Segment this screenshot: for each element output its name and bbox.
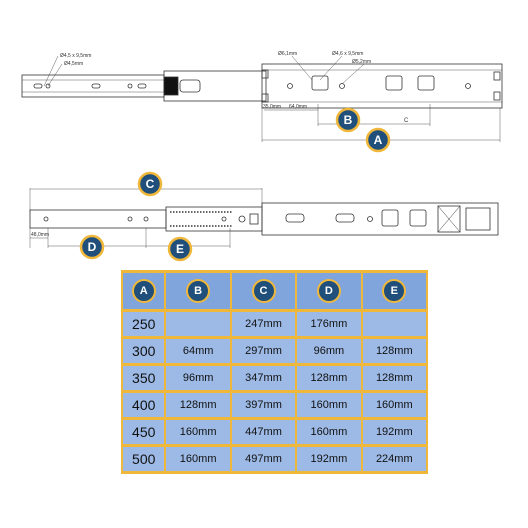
dimension-table: A B C D E 250 247mm 176mm 300 64mm 297mm… [121,270,428,474]
label-c-letter: C [404,118,409,124]
table-cell: 128mm [166,393,230,417]
table-row: 400 128mm 397mm 160mm 160mm [123,393,426,417]
table-cell: 350 [123,366,165,390]
header-cell: D [297,273,361,309]
header-cell: B [166,273,230,309]
inner-member-top [21,74,165,98]
badge-d: D [79,234,105,260]
label-slot-right: Ø4,6 x 9,5mm [332,51,363,57]
table-row: 250 247mm 176mm [123,312,426,336]
label-hole-left: Ø4,5mm [64,61,83,67]
table-cell: 160mm [297,420,361,444]
inner-member-bottom [29,209,167,229]
table-cell [362,312,426,336]
top-rail-view [21,55,503,142]
table-row: 300 64mm 297mm 96mm 128mm [123,339,426,363]
header-cell: C [231,273,296,309]
table-cell: 347mm [231,366,296,390]
table-cell: 160mm [166,447,230,471]
table-cell: 128mm [362,339,426,363]
svg-text:D: D [88,240,97,254]
label-slot-left: Ø4,5 x 9,5mm [60,53,91,59]
table-cell: 224mm [362,447,426,471]
table-cell: 96mm [166,366,230,390]
svg-text:B: B [344,113,353,127]
table-cell: 447mm [231,420,296,444]
table-row: 450 160mm 447mm 160mm 192mm [123,420,426,444]
svg-text:A: A [374,133,383,147]
outer-member-bottom [261,202,499,236]
table-cell: 400 [123,393,165,417]
table-cell: 176mm [297,312,361,336]
table-cell: 160mm [166,420,230,444]
table-cell: 497mm [231,447,296,471]
table-cell [166,312,230,336]
table-cell: 500 [123,447,165,471]
table-cell: 297mm [231,339,296,363]
label-pitch: 64,0mm [289,104,307,110]
middle-member-top [163,70,267,102]
svg-text:E: E [176,242,184,256]
label-hole-right-2: Ø5,2mm [352,59,371,65]
table-cell: 247mm [231,312,296,336]
table-cell: 192mm [297,447,361,471]
svg-text:C: C [146,177,155,191]
badge-c: C [137,171,163,197]
table-cell: 128mm [297,366,361,390]
table-cell: 160mm [362,393,426,417]
badge-b: B [335,107,361,133]
table-row: 350 96mm 347mm 128mm 128mm [123,366,426,390]
table-cell: 192mm [362,420,426,444]
table-header-row: A B C D E [123,273,426,309]
table-cell: 64mm [166,339,230,363]
table-cell: 96mm [297,339,361,363]
middle-member-bottom [165,206,263,232]
badge-e: E [167,236,193,262]
label-offset: 35,0mm [263,104,281,110]
label-hole-right-1: Ø6,1mm [278,51,297,57]
table-cell: 300 [123,339,165,363]
table-cell: 160mm [297,393,361,417]
label-bottom-left: 48,0mm [31,232,49,238]
header-cell: E [362,273,426,309]
table-cell: 397mm [231,393,296,417]
table-cell: 450 [123,420,165,444]
table-cell: 250 [123,312,165,336]
table-cell: 128mm [362,366,426,390]
badge-a-top: A [365,127,391,153]
table-row: 500 160mm 497mm 192mm 224mm [123,447,426,471]
header-cell: A [123,273,165,309]
outer-member-top [261,63,503,109]
